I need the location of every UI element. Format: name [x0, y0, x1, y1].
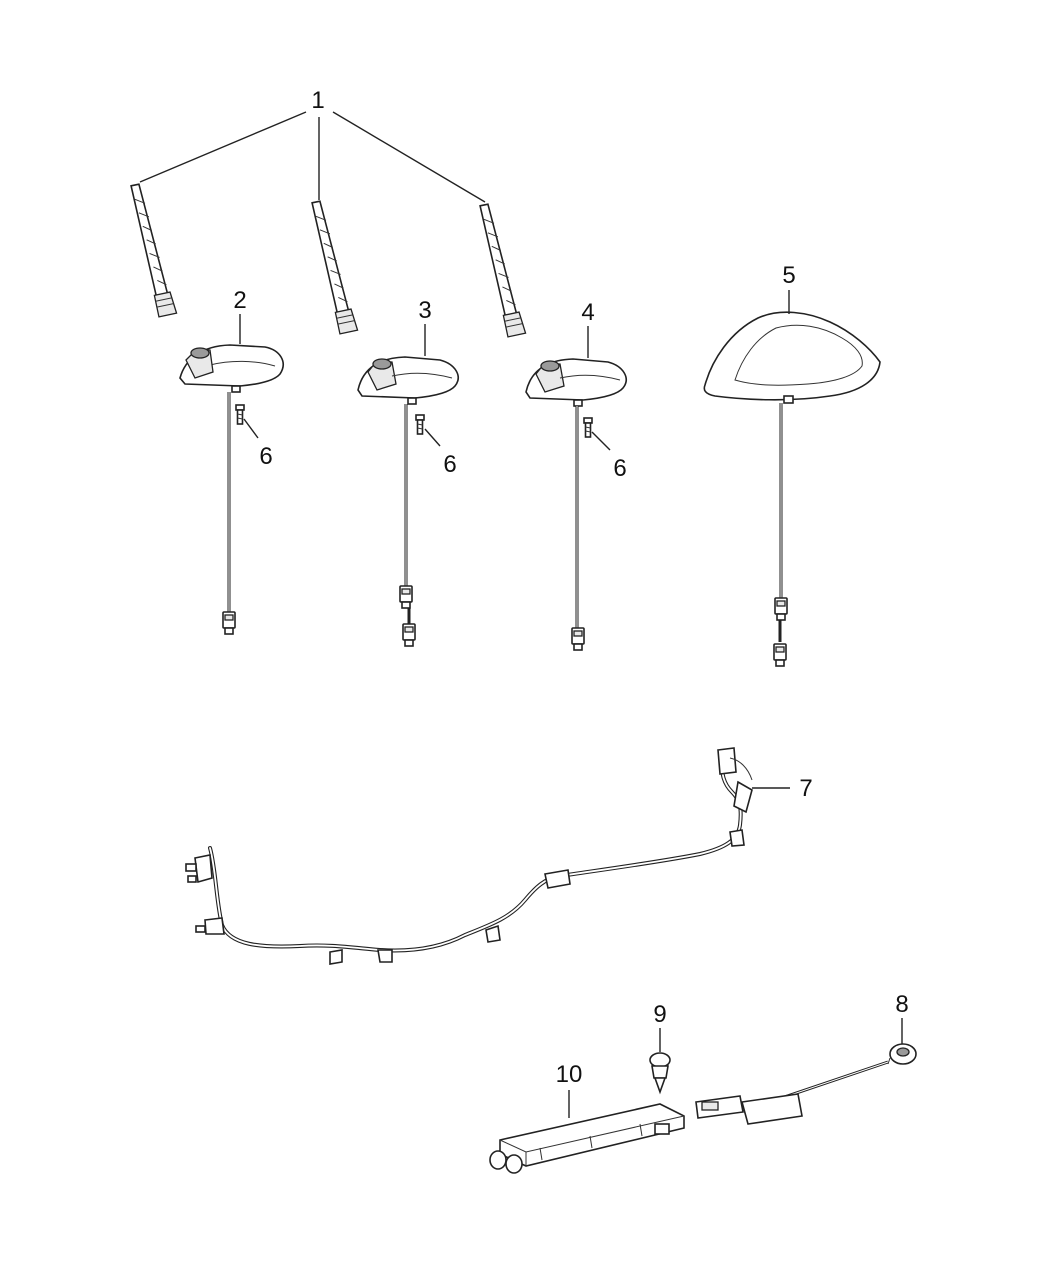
- callout-2: 2: [233, 287, 246, 314]
- antenna-mast-1b: [311, 198, 359, 335]
- callout-6b: 6: [443, 451, 456, 478]
- callout-1: 1: [311, 87, 324, 114]
- callout-10: 10: [556, 1061, 583, 1088]
- wiring-harness-7: 7: [185, 747, 813, 965]
- antenna-assembly-3: 6 3: [311, 198, 459, 647]
- antenna-assembly-2: 6 2: [130, 181, 284, 635]
- antenna-mast-1c: [479, 201, 527, 338]
- screw-6c: [583, 417, 593, 438]
- antenna-mast-1a: [130, 181, 178, 318]
- leader-line-1c: [332, 111, 486, 203]
- callout-6a: 6: [259, 443, 272, 470]
- callout-4: 4: [581, 299, 594, 326]
- item-10-module: 10: [489, 1061, 685, 1174]
- coax-connector-4: [571, 627, 585, 651]
- coax-connector-5b: [773, 643, 787, 667]
- coax-connector-5a: [774, 597, 788, 621]
- callout-8: 8: [895, 991, 908, 1018]
- module-body: [499, 1103, 685, 1167]
- callout-9: 9: [653, 1001, 666, 1028]
- antenna-assembly-4: 6 4: [479, 201, 627, 651]
- callout-1-group: 1: [139, 87, 486, 203]
- shark-fin-antenna-5: 5: [703, 262, 881, 667]
- item-9-push-pin: 9: [649, 1001, 671, 1095]
- callout-6c: 6: [613, 455, 626, 482]
- coax-connector-3a: [399, 585, 413, 609]
- item-8-cable: 8: [695, 991, 917, 1125]
- leader-line-1a: [139, 111, 307, 183]
- screw-6a: [235, 404, 245, 425]
- callout-7: 7: [799, 775, 812, 802]
- screw-6b: [415, 414, 425, 435]
- callout-3: 3: [418, 297, 431, 324]
- coax-connector-2: [222, 611, 236, 635]
- shark-fin-shell: [703, 311, 881, 401]
- coax-connector-3b: [402, 623, 416, 647]
- callout-5: 5: [782, 262, 795, 289]
